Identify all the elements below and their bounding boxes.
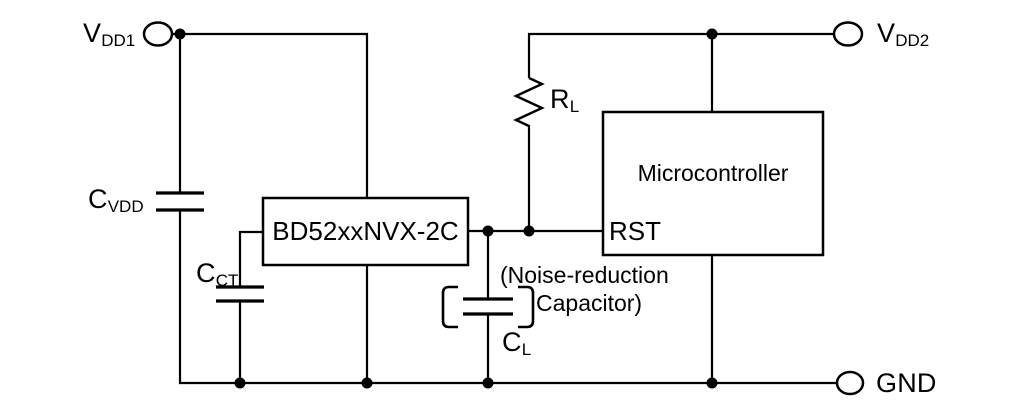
terminals <box>142 21 865 396</box>
rl-label: RL <box>550 84 579 117</box>
bracket-right-icon <box>518 285 535 329</box>
vdd1-label-sub: DD1 <box>101 31 136 50</box>
cct-label-main: C <box>196 258 216 288</box>
rst-pin-label: RST <box>609 216 661 246</box>
gnd-label: GND <box>876 368 937 398</box>
wires <box>170 32 837 385</box>
ic-part-number: BD52xxNVX-2C <box>272 216 459 246</box>
microcontroller-box <box>601 110 825 257</box>
wire-rl-to-vdd2 <box>527 32 836 78</box>
vdd2-label-main: V <box>877 18 896 48</box>
junction-dot <box>482 225 494 237</box>
vdd1-label-main: V <box>83 18 102 48</box>
cct-label-sub: CT <box>215 271 239 290</box>
junction-dot <box>706 28 718 40</box>
cvdd-label-sub: VDD <box>107 197 144 216</box>
ic-box <box>261 196 470 267</box>
junction-dot <box>482 377 494 389</box>
microcontroller-label: Microcontroller <box>637 160 789 186</box>
junction-dots <box>174 28 718 389</box>
terminal-vdd1-icon <box>142 21 174 47</box>
rl-label-sub: L <box>569 97 580 116</box>
cvdd-label: CVDD <box>88 184 144 217</box>
vdd2-label: VDD2 <box>877 18 929 51</box>
junction-dot <box>361 377 373 389</box>
bracket-left-icon <box>441 285 458 329</box>
wire-vdd1-to-ic-top <box>178 32 369 198</box>
cvdd-label-main: C <box>88 184 108 214</box>
cl-label-main: C <box>502 327 522 357</box>
junction-dot <box>174 28 186 40</box>
wire-cct-to-ic <box>238 230 263 287</box>
noise-note-line2: Capacitor) <box>536 290 643 316</box>
junction-dot <box>523 225 535 237</box>
rl-label-main: R <box>550 84 570 114</box>
cct-label: CCT <box>196 258 238 291</box>
cl-label-sub: L <box>521 340 532 359</box>
junction-dot <box>234 377 246 389</box>
noise-note-line1: (Noise-reduction <box>500 262 669 288</box>
vdd1-label: VDD1 <box>83 18 135 51</box>
resistor-rl-symbol <box>513 76 545 128</box>
terminal-vdd2-icon <box>832 21 864 47</box>
terminal-gnd-icon <box>835 370 865 396</box>
vdd2-label-sub: DD2 <box>895 31 930 50</box>
cl-label: CL <box>502 327 531 360</box>
cl-optional-brackets <box>441 285 535 329</box>
wire-gnd-rail <box>178 210 837 385</box>
capacitors <box>156 191 513 316</box>
junction-dot <box>706 377 718 389</box>
